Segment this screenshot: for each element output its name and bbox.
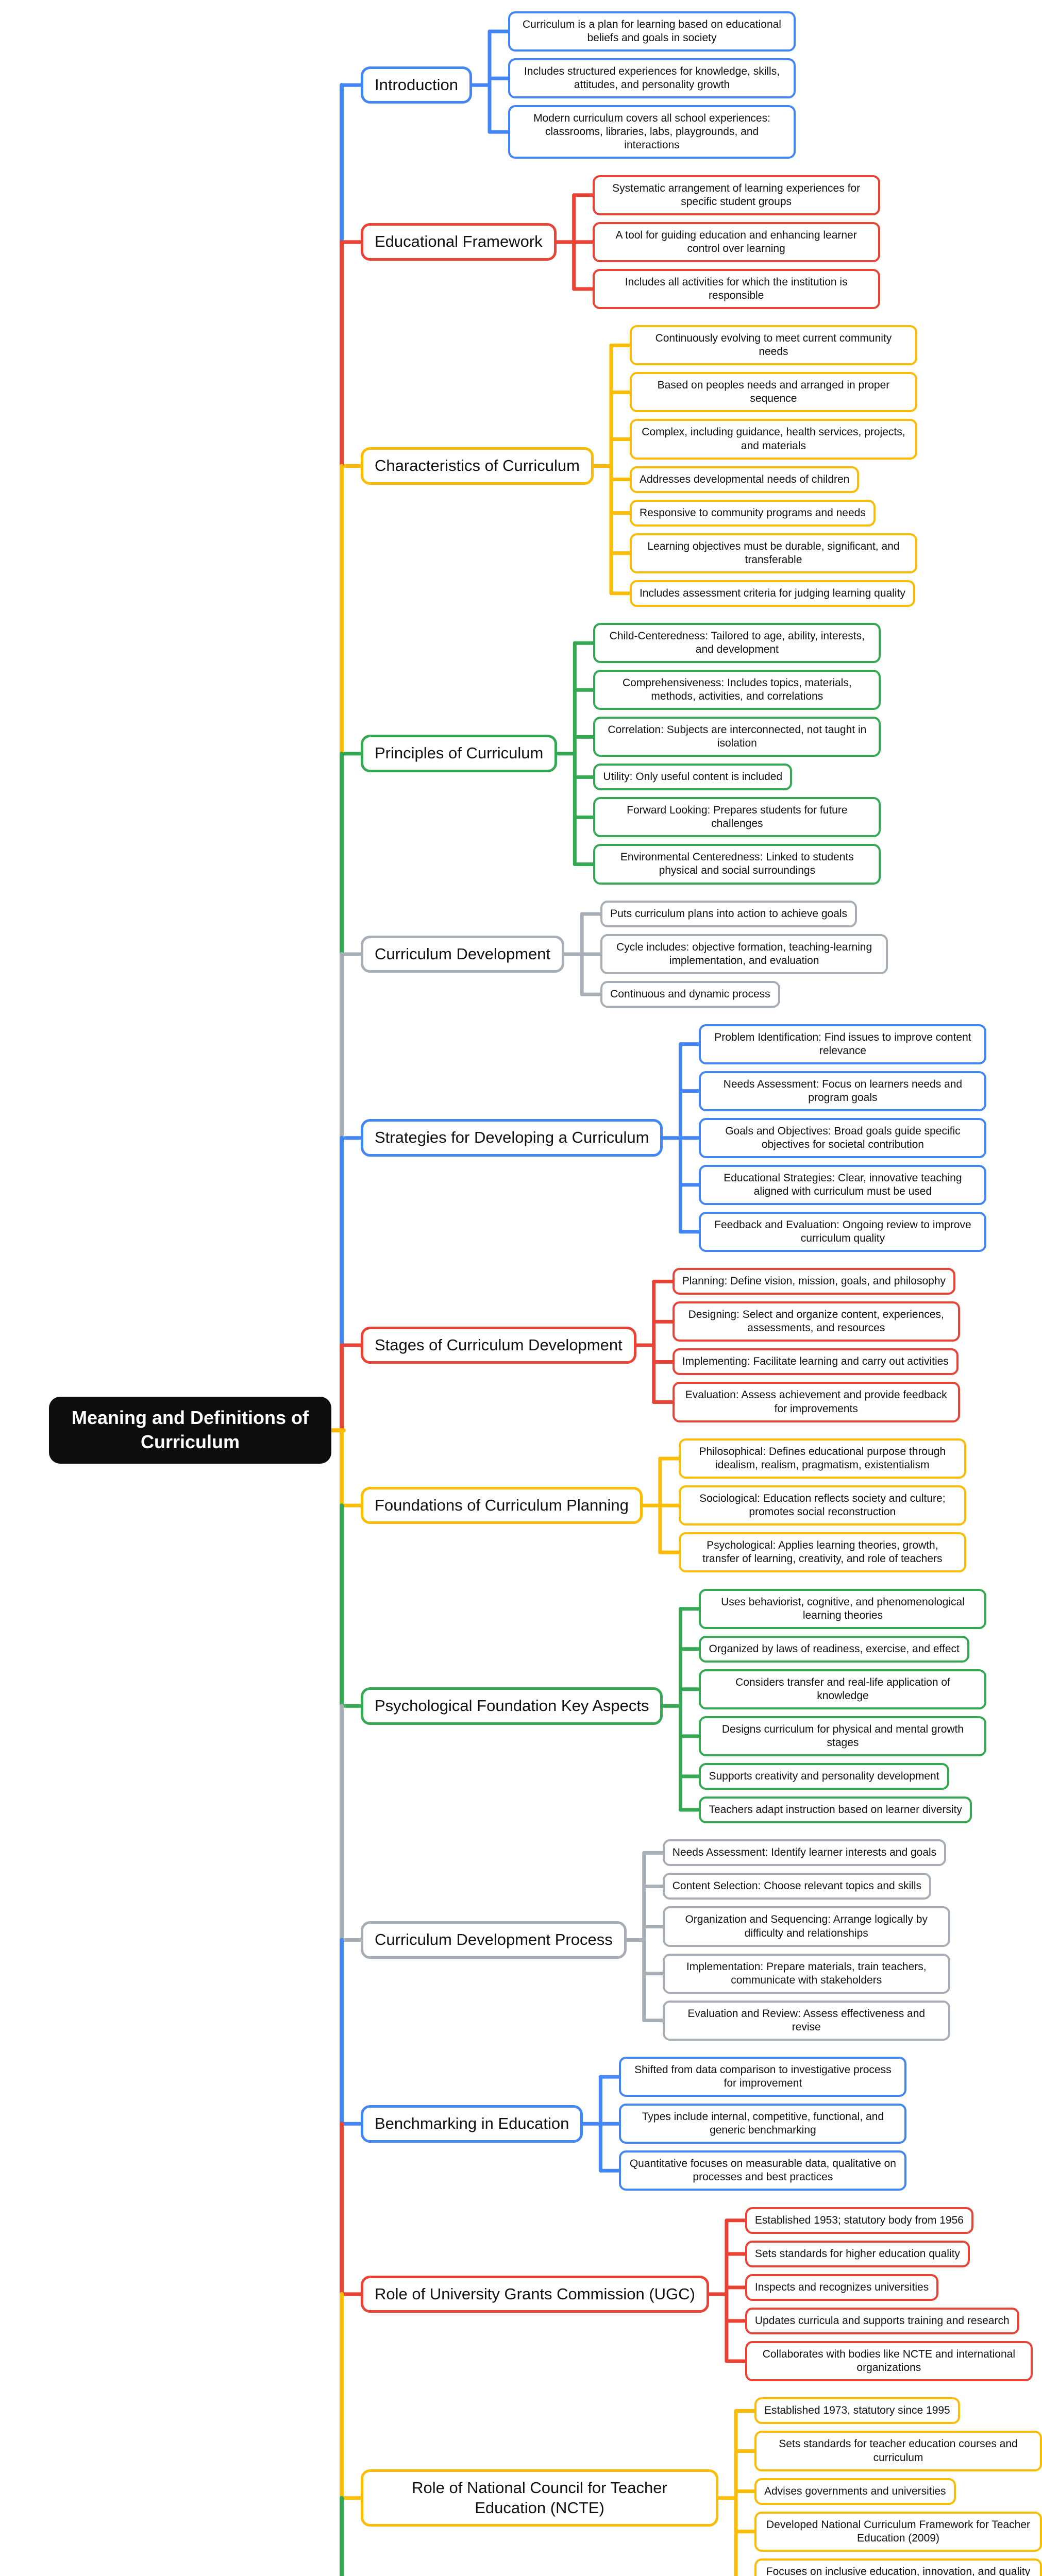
leaf-node: Correlation: Subjects are interconnected…: [593, 717, 881, 757]
branch-label: Introduction: [361, 66, 472, 104]
leaf-node: Organization and Sequencing: Arrange log…: [662, 1906, 950, 1947]
leaf-node: Considers transfer and real-life applica…: [699, 1669, 987, 1709]
leaf-node: Focuses on inclusive education, innovati…: [754, 2558, 1042, 2576]
leaf-node: Complex, including guidance, health serv…: [629, 419, 917, 460]
leaf-node: Utility: Only useful content is included: [593, 764, 793, 791]
branch-foundations-of-curriculum-planning: Foundations of Curriculum Planning Philos…: [0, 1438, 1042, 1573]
branch-children: Shifted from data comparison to investig…: [619, 2057, 907, 2191]
branch-strategies-for-developing-a-curriculum: Strategies for Developing a Curriculum Pr…: [0, 1024, 1042, 1252]
leaf-node: Types include internal, competitive, fun…: [619, 2104, 907, 2144]
branch-children: Problem Identification: Find issues to i…: [699, 1024, 987, 1252]
branch-label: Strategies for Developing a Curriculum: [361, 1119, 663, 1157]
leaf-node: Evaluation: Assess achievement and provi…: [672, 1382, 960, 1422]
leaf-node: Sociological: Education reflects society…: [678, 1485, 966, 1526]
leaf-node: Supports creativity and personality deve…: [699, 1762, 949, 1790]
leaf-node: Sets standards for higher education qual…: [745, 2240, 970, 2267]
leaf-node: Organized by laws of readiness, exercise…: [699, 1635, 969, 1663]
branch-introduction: Introduction Curriculum is a plan for lea…: [0, 11, 1042, 159]
branch-children: Planning: Define vision, mission, goals,…: [672, 1268, 960, 1422]
leaf-node: Includes structured experiences for know…: [508, 58, 796, 99]
branch-role-of-university-grants-commission-ugc: Role of University Grants Commission (UG…: [0, 2207, 1042, 2381]
mind-map: Introduction Curriculum is a plan for lea…: [0, 11, 1042, 2576]
branch-label: Characteristics of Curriculum: [361, 447, 594, 485]
leaf-node: Child-Centeredness: Tailored to age, abi…: [593, 623, 881, 664]
leaf-node: Planning: Define vision, mission, goals,…: [672, 1268, 956, 1295]
branch-psychological-foundation-key-aspects: Psychological Foundation Key Aspects Uses…: [0, 1588, 1042, 1823]
leaf-node: Psychological: Applies learning theories…: [678, 1532, 966, 1573]
central-topic-node: Meaning and Definitions of Curriculum: [49, 1397, 331, 1464]
leaf-node: A tool for guiding education and enhanci…: [592, 222, 880, 262]
branch-curriculum-development: Curriculum Development Puts curriculum pl…: [0, 900, 1042, 1008]
branch-label: Role of National Council for Teacher Edu…: [361, 2469, 718, 2527]
branch-children: Uses behaviorist, cognitive, and phenome…: [699, 1588, 987, 1823]
leaf-node: Includes assessment criteria for judging…: [629, 580, 915, 607]
leaf-node: Environmental Centeredness: Linked to st…: [593, 844, 881, 885]
leaf-node: Updates curricula and supports training …: [745, 2307, 1019, 2334]
branch-children: Philosophical: Defines educational purpo…: [678, 1438, 966, 1573]
branch-label: Principles of Curriculum: [361, 735, 558, 773]
leaf-node: Shifted from data comparison to investig…: [619, 2057, 907, 2097]
branch-label: Foundations of Curriculum Planning: [361, 1486, 643, 1524]
leaf-node: Advises governments and universities: [754, 2478, 956, 2505]
leaf-node: Quantitative focuses on measurable data,…: [619, 2150, 907, 2191]
branch-children: Child-Centeredness: Tailored to age, abi…: [593, 623, 881, 885]
leaf-node: Systematic arrangement of learning exper…: [592, 175, 880, 215]
leaf-node: Learning objectives must be durable, sig…: [629, 533, 917, 573]
leaf-node: Established 1953; statutory body from 19…: [745, 2207, 973, 2234]
branch-label: Curriculum Development: [361, 935, 565, 973]
branch-principles-of-curriculum: Principles of Curriculum Child-Centeredne…: [0, 623, 1042, 885]
branch-label: Curriculum Development Process: [361, 1921, 627, 1959]
leaf-node: Designing: Select and organize content, …: [672, 1301, 960, 1342]
branch-educational-framework: Educational Framework Systematic arrangem…: [0, 175, 1042, 309]
leaf-node: Uses behaviorist, cognitive, and phenome…: [699, 1588, 987, 1629]
branch-children: Continuously evolving to meet current co…: [629, 325, 917, 607]
branch-children: Curriculum is a plan for learning based …: [508, 11, 796, 159]
branch-role-of-national-council-for-teacher-education-ncte: Role of National Council for Teacher Edu…: [0, 2397, 1042, 2576]
leaf-node: Inspects and recognizes universities: [745, 2274, 939, 2301]
leaf-node: Addresses developmental needs of childre…: [629, 466, 860, 493]
branch-label: Educational Framework: [361, 223, 557, 261]
branch-characteristics-of-curriculum: Characteristics of Curriculum Continuousl…: [0, 325, 1042, 607]
branch-benchmarking-in-education: Benchmarking in Education Shifted from da…: [0, 2057, 1042, 2191]
leaf-node: Goals and Objectives: Broad goals guide …: [699, 1117, 987, 1158]
branch-children: Puts curriculum plans into action to ach…: [600, 900, 888, 1008]
leaf-node: Implementing: Facilitate learning and ca…: [672, 1348, 959, 1376]
branch-children: Established 1953; statutory body from 19…: [745, 2207, 1033, 2381]
leaf-node: Problem Identification: Find issues to i…: [699, 1024, 987, 1064]
leaf-node: Curriculum is a plan for learning based …: [508, 11, 796, 52]
leaf-node: Puts curriculum plans into action to ach…: [600, 900, 858, 927]
leaf-node: Content Selection: Choose relevant topic…: [662, 1873, 931, 1900]
leaf-node: Forward Looking: Prepares students for f…: [593, 797, 881, 838]
leaf-node: Educational Strategies: Clear, innovativ…: [699, 1164, 987, 1205]
branch-stages-of-curriculum-development: Stages of Curriculum Development Planning…: [0, 1268, 1042, 1422]
leaf-node: Feedback and Evaluation: Ongoing review …: [699, 1211, 987, 1252]
leaf-node: Collaborates with bodies like NCTE and i…: [745, 2341, 1033, 2381]
leaf-node: Teachers adapt instruction based on lear…: [699, 1796, 972, 1823]
leaf-node: Sets standards for teacher education cou…: [754, 2431, 1042, 2471]
leaf-node: Cycle includes: objective formation, tea…: [600, 934, 888, 975]
leaf-node: Comprehensiveness: Includes topics, mate…: [593, 670, 881, 710]
leaf-node: Modern curriculum covers all school expe…: [508, 105, 796, 159]
leaf-node: Designs curriculum for physical and ment…: [699, 1716, 987, 1756]
leaf-node: Evaluation and Review: Assess effectiven…: [662, 2000, 950, 2041]
branch-label: Psychological Foundation Key Aspects: [361, 1687, 663, 1725]
leaf-node: Implementation: Prepare materials, train…: [662, 1953, 950, 1994]
leaf-node: Established 1973, statutory since 1995: [754, 2397, 960, 2425]
leaf-node: Continuous and dynamic process: [600, 981, 780, 1008]
branch-children: Needs Assessment: Identify learner inter…: [662, 1839, 950, 2041]
leaf-node: Developed National Curriculum Framework …: [754, 2511, 1042, 2552]
branch-curriculum-development-process: Curriculum Development Process Needs Asse…: [0, 1839, 1042, 2041]
branch-label: Stages of Curriculum Development: [361, 1326, 636, 1364]
branch-label: Role of University Grants Commission (UG…: [361, 2275, 709, 2313]
branch-label: Benchmarking in Education: [361, 2105, 583, 2143]
leaf-node: Responsive to community programs and nee…: [629, 499, 876, 527]
leaf-node: Needs Assessment: Focus on learners need…: [699, 1071, 987, 1111]
branch-children: Systematic arrangement of learning exper…: [592, 175, 880, 309]
leaf-node: Includes all activities for which the in…: [592, 268, 880, 309]
leaf-node: Philosophical: Defines educational purpo…: [678, 1438, 966, 1479]
leaf-node: Based on peoples needs and arranged in p…: [629, 372, 917, 413]
leaf-node: Continuously evolving to meet current co…: [629, 325, 917, 366]
leaf-node: Needs Assessment: Identify learner inter…: [662, 1839, 947, 1867]
